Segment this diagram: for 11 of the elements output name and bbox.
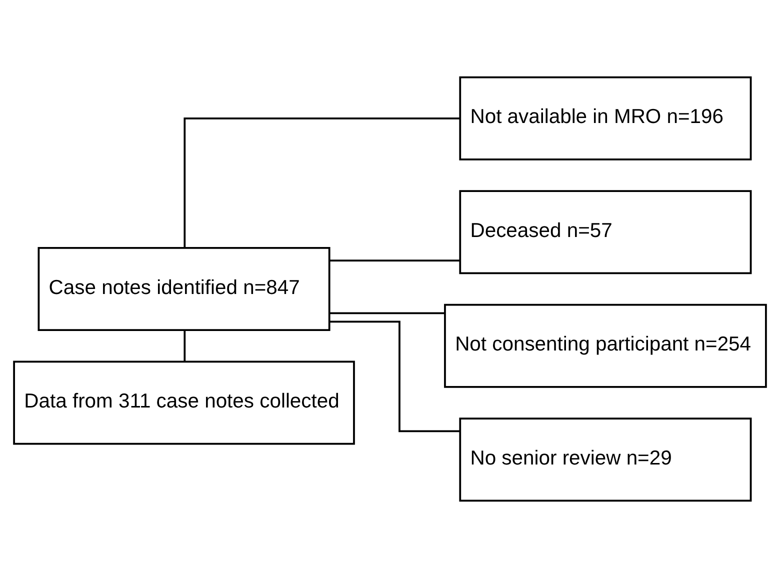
connector bbox=[329, 312, 444, 314]
node-box: No senior review n=29 bbox=[458, 418, 752, 502]
node-box: Data from 311 case notes collected bbox=[12, 360, 354, 445]
node-box: Deceased n=57 bbox=[458, 190, 752, 274]
node-box: Not consenting participant n=254 bbox=[444, 304, 766, 388]
node-box: Not available in MRO n=196 bbox=[458, 76, 752, 160]
connector bbox=[183, 330, 186, 362]
connector bbox=[183, 117, 460, 248]
node-box: Case notes identified n=847 bbox=[37, 246, 330, 332]
connector bbox=[329, 320, 460, 432]
connector bbox=[329, 260, 460, 262]
